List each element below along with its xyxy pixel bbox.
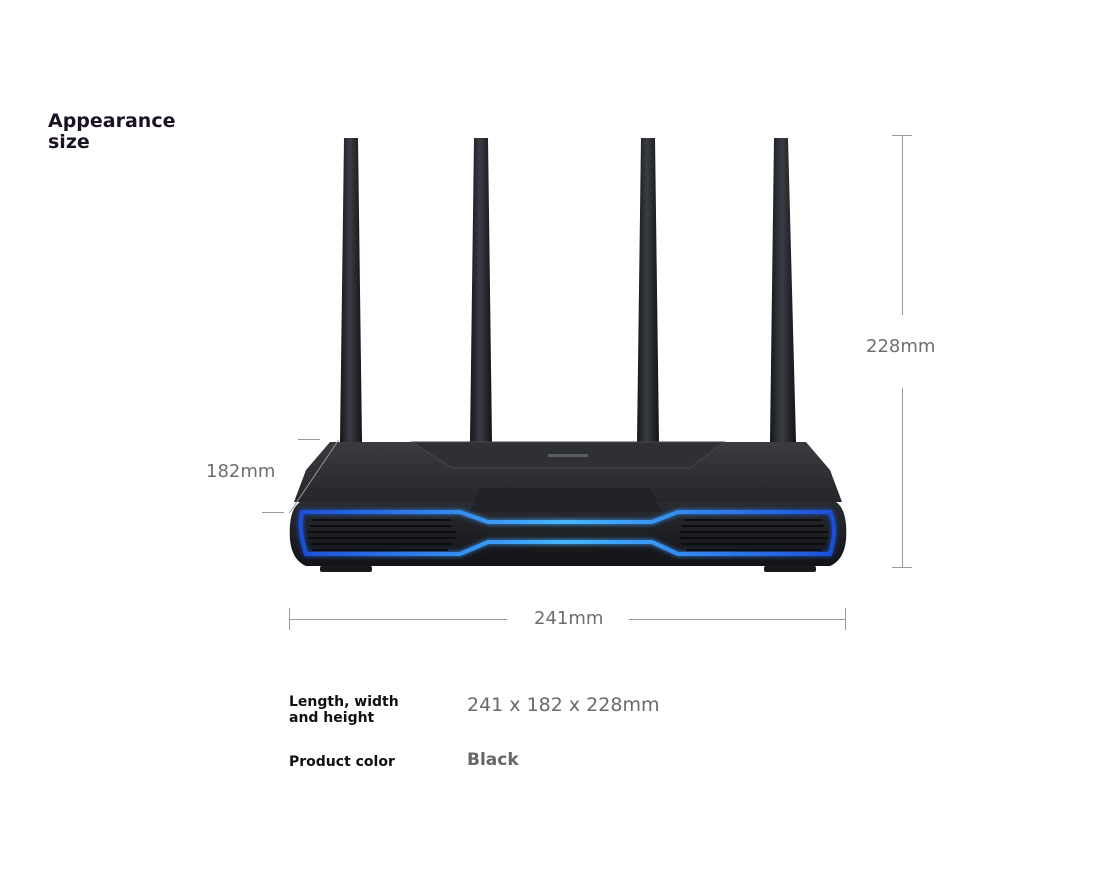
antenna-3 xyxy=(637,138,659,442)
height-dimension-line-lower xyxy=(902,388,903,568)
spec-label-size: Length, width and height xyxy=(289,694,399,726)
height-dimension-label: 228mm xyxy=(866,336,936,357)
antenna-4 xyxy=(770,138,796,442)
width-dimension-line-right xyxy=(629,619,845,620)
width-dimension-line-left xyxy=(289,619,507,620)
height-dimension-line-upper xyxy=(902,135,903,315)
width-dimension-label: 241mm xyxy=(534,608,604,629)
spec-value-color: Black xyxy=(467,750,519,770)
depth-dimension-tick-top xyxy=(298,439,320,440)
antenna-group xyxy=(340,138,796,442)
depth-dimension-tick-bottom xyxy=(262,512,284,513)
height-dimension-tick-bottom xyxy=(892,567,912,568)
spec-value-size: 241 x 182 x 228mm xyxy=(467,694,660,716)
router-image xyxy=(289,138,847,572)
depth-dimension-label: 182mm xyxy=(206,461,276,482)
section-title: Appearance size xyxy=(48,110,176,153)
width-dimension-tick-right xyxy=(845,608,846,630)
spec-label-color: Product color xyxy=(289,754,395,770)
glow-strip xyxy=(298,510,836,556)
antenna-2 xyxy=(470,138,492,442)
antenna-1 xyxy=(340,138,362,442)
